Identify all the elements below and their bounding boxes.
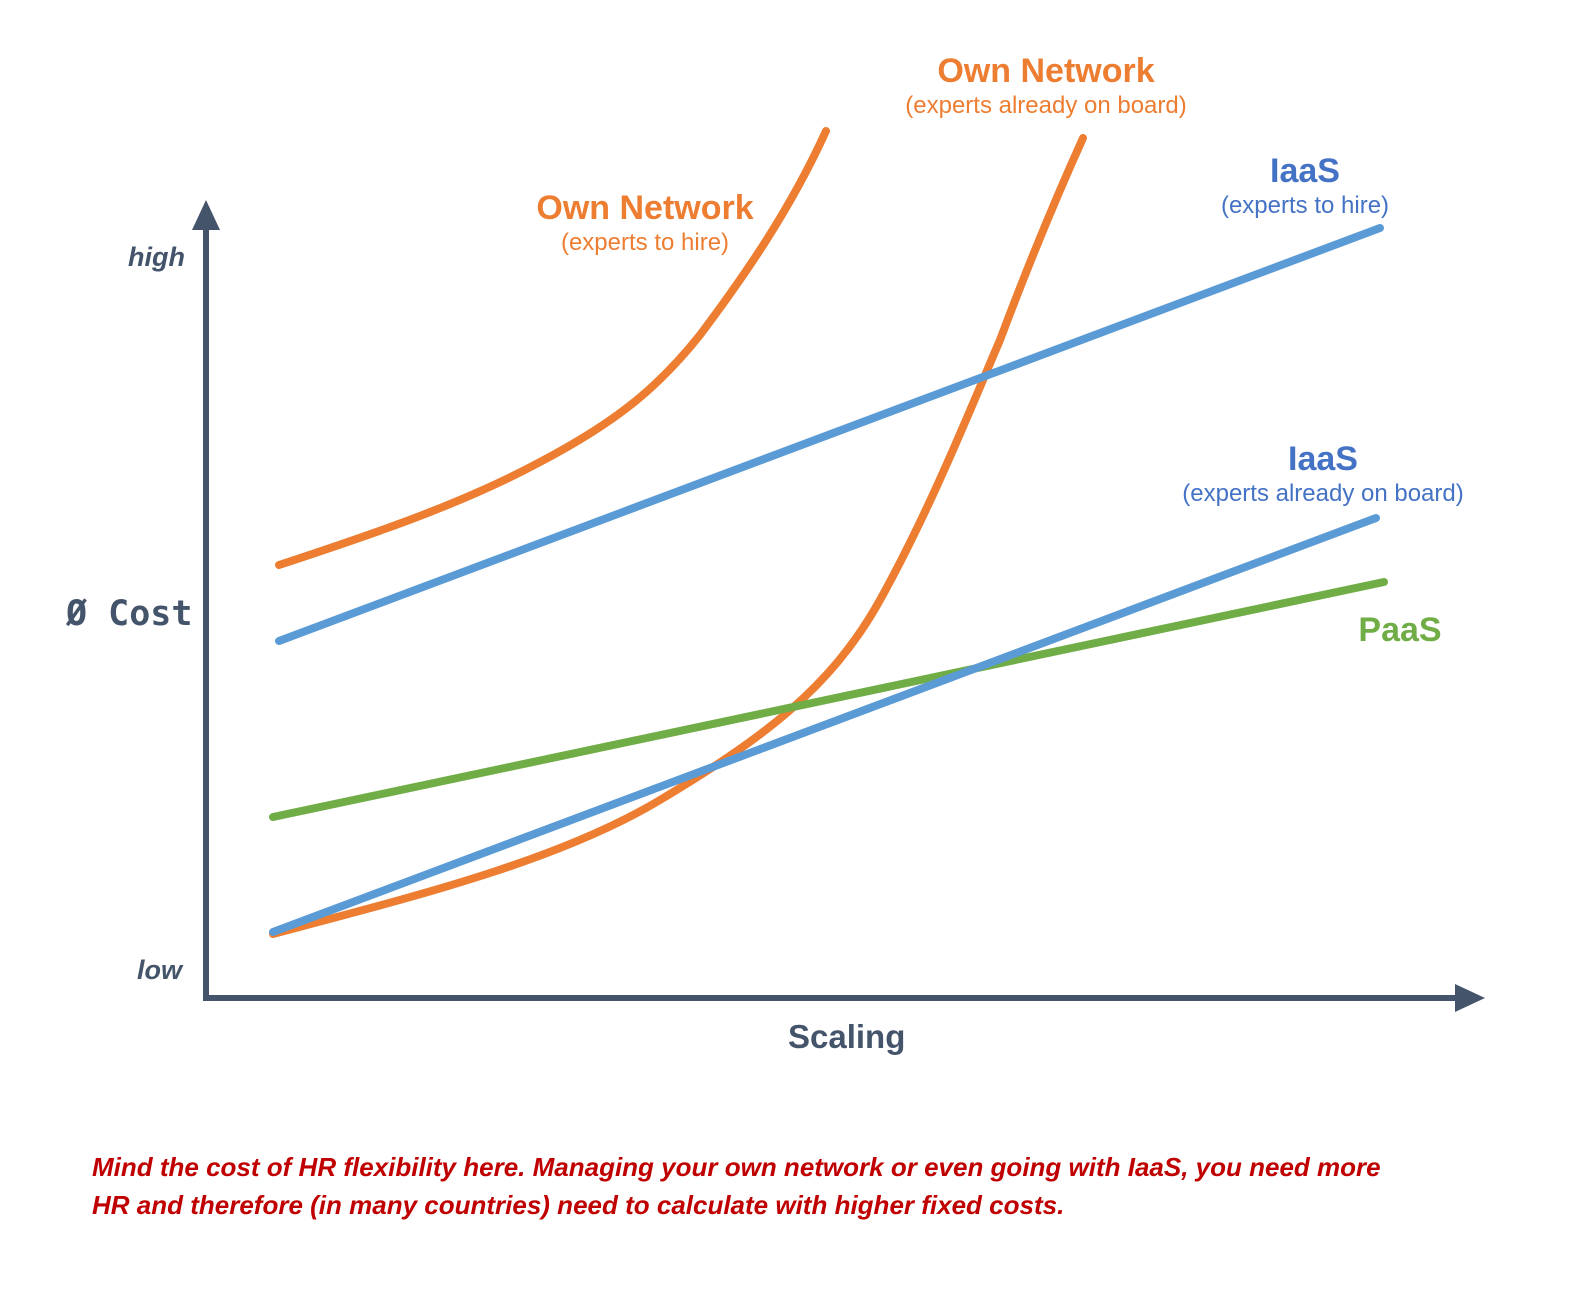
label-iaas-hire-sub: (experts to hire) <box>1220 192 1390 219</box>
x-axis-arrow-icon <box>1455 984 1485 1012</box>
label-own-network-board-sub: (experts already on board) <box>905 92 1187 119</box>
label-own-network-hire-title: Own Network <box>536 189 754 227</box>
series-own-network-board <box>269 134 1087 938</box>
footnote-line-1: Mind the cost of HR flexibility here. Ma… <box>92 1152 1381 1182</box>
x-axis-title: Scaling <box>788 1018 906 1055</box>
label-own-network-board-title: Own Network <box>937 52 1155 90</box>
label-iaas-board-title: IaaS <box>1288 440 1358 478</box>
label-paas: PaaS <box>1340 610 1460 650</box>
footnote-line-2: HR and therefore (in many countries) nee… <box>92 1190 1065 1220</box>
label-iaas-hire: IaaS (experts to hire) <box>1195 151 1415 221</box>
y-axis-low-label: low <box>137 955 182 985</box>
label-iaas-board-sub: (experts already on board) <box>1182 480 1464 507</box>
label-iaas-board: IaaS (experts already on board) <box>1163 439 1483 509</box>
y-axis-high-label: high <box>128 242 185 272</box>
footnote: Mind the cost of HR flexibility here. Ma… <box>92 1148 1492 1224</box>
label-iaas-hire-title: IaaS <box>1270 152 1340 190</box>
label-paas-title: PaaS <box>1358 611 1442 649</box>
series-paas <box>269 578 1388 821</box>
label-own-network-board: Own Network (experts already on board) <box>886 51 1206 121</box>
y-axis-arrow-icon <box>192 200 220 230</box>
series-iaas-hire <box>275 224 1384 645</box>
label-own-network-hire-sub: (experts to hire) <box>560 229 730 256</box>
label-own-network-hire: Own Network (experts to hire) <box>500 188 790 258</box>
axes <box>192 200 1485 1012</box>
y-axis-title: Ø Cost <box>66 594 193 634</box>
series-own-network-hire <box>275 127 830 569</box>
series-iaas-board <box>269 514 1380 936</box>
